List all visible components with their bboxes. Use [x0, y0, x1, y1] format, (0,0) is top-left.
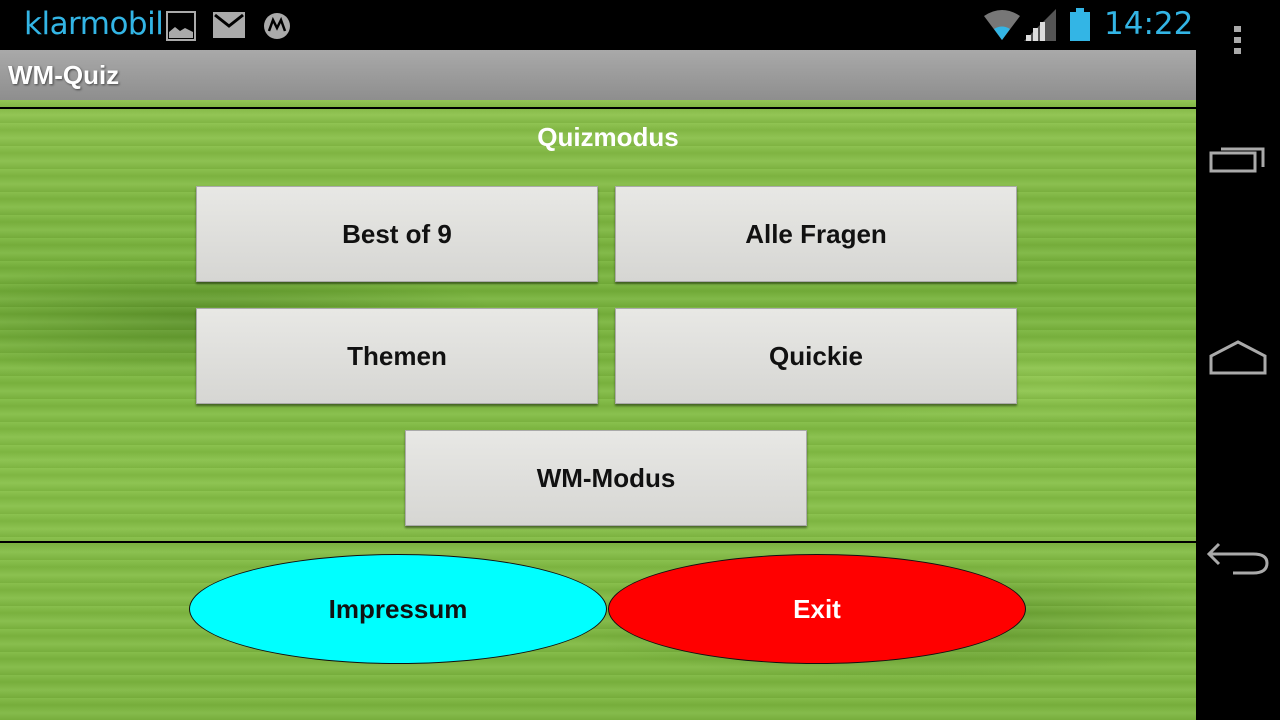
home-icon[interactable]: [1196, 336, 1280, 378]
navigation-bar: [1196, 0, 1280, 720]
impressum-button[interactable]: Impressum: [189, 554, 607, 664]
section-title: Quizmodus: [537, 122, 679, 152]
carrier-name: klarmobil: [24, 6, 164, 42]
clock: 14:22: [1104, 6, 1194, 42]
app-title: WM-Quiz: [8, 60, 120, 90]
image-icon: [165, 10, 197, 47]
recent-apps-icon[interactable]: [1196, 140, 1280, 180]
wm-modus-button[interactable]: WM-Modus: [405, 430, 807, 526]
status-bar: klarmobil 14:22: [0, 0, 1196, 50]
battery-icon: [1069, 8, 1091, 47]
alle-fragen-button[interactable]: Alle Fragen: [615, 186, 1017, 282]
wifi-icon: [982, 8, 1022, 47]
signal-icon: [1024, 8, 1058, 47]
themen-button[interactable]: Themen: [196, 308, 598, 404]
overflow-menu-icon[interactable]: [1196, 24, 1280, 58]
top-divider: [0, 107, 1196, 109]
motorola-icon: [263, 12, 291, 45]
quickie-button[interactable]: Quickie: [615, 308, 1017, 404]
best-of-9-button[interactable]: Best of 9: [196, 186, 598, 282]
back-icon[interactable]: [1196, 536, 1280, 580]
exit-button[interactable]: Exit: [608, 554, 1026, 664]
bottom-divider: [0, 541, 1196, 543]
mail-icon: [212, 10, 246, 45]
main-content: Quizmodus Best of 9 Alle Fragen Themen Q…: [0, 100, 1196, 720]
action-bar: WM-Quiz: [0, 50, 1196, 100]
